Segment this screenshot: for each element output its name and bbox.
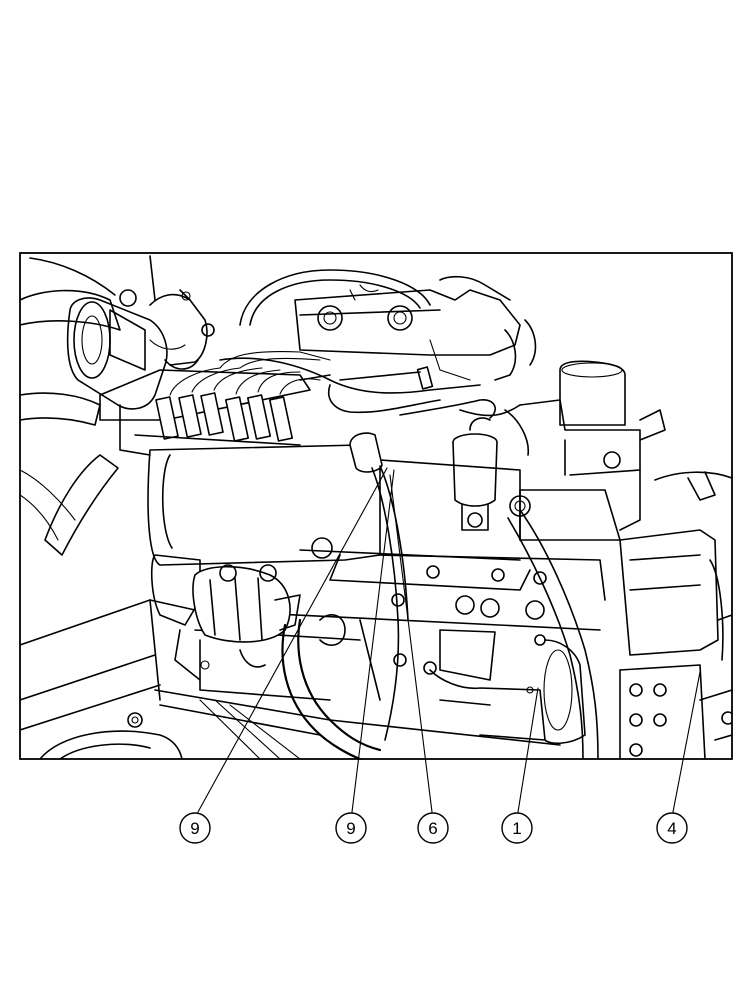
pipe-with-cap <box>349 432 409 741</box>
callout-1: 1 <box>501 812 533 844</box>
callout-label: 9 <box>346 819 355 838</box>
engine-illustration <box>20 255 732 759</box>
leader-line-9a <box>197 467 388 813</box>
wiring-harness <box>219 339 530 456</box>
oil-pan-bracket <box>429 629 586 745</box>
chassis-floor <box>20 599 561 759</box>
callout-label: 6 <box>428 819 437 838</box>
fuel-filter <box>452 417 498 531</box>
leader-line-6 <box>389 474 433 813</box>
injection-pump <box>99 351 331 456</box>
starter-motor <box>150 554 301 681</box>
mounting-bracket <box>619 529 732 759</box>
callout-label: 9 <box>190 819 199 838</box>
callout-9a: 9 <box>179 812 211 844</box>
callout-label: 4 <box>667 819 676 838</box>
callout-6: 6 <box>417 812 449 844</box>
fan-blades <box>20 255 156 556</box>
alternator <box>66 289 215 410</box>
callout-4: 4 <box>656 812 688 844</box>
callout-9b: 9 <box>335 812 367 844</box>
leader-line-1 <box>517 687 539 813</box>
leader-line-9b <box>351 469 395 813</box>
leader-lines <box>197 467 701 813</box>
cylinder-head <box>239 269 537 381</box>
leader-line-4 <box>672 671 701 813</box>
illustration-frame <box>19 252 733 760</box>
callout-label: 1 <box>512 819 521 838</box>
